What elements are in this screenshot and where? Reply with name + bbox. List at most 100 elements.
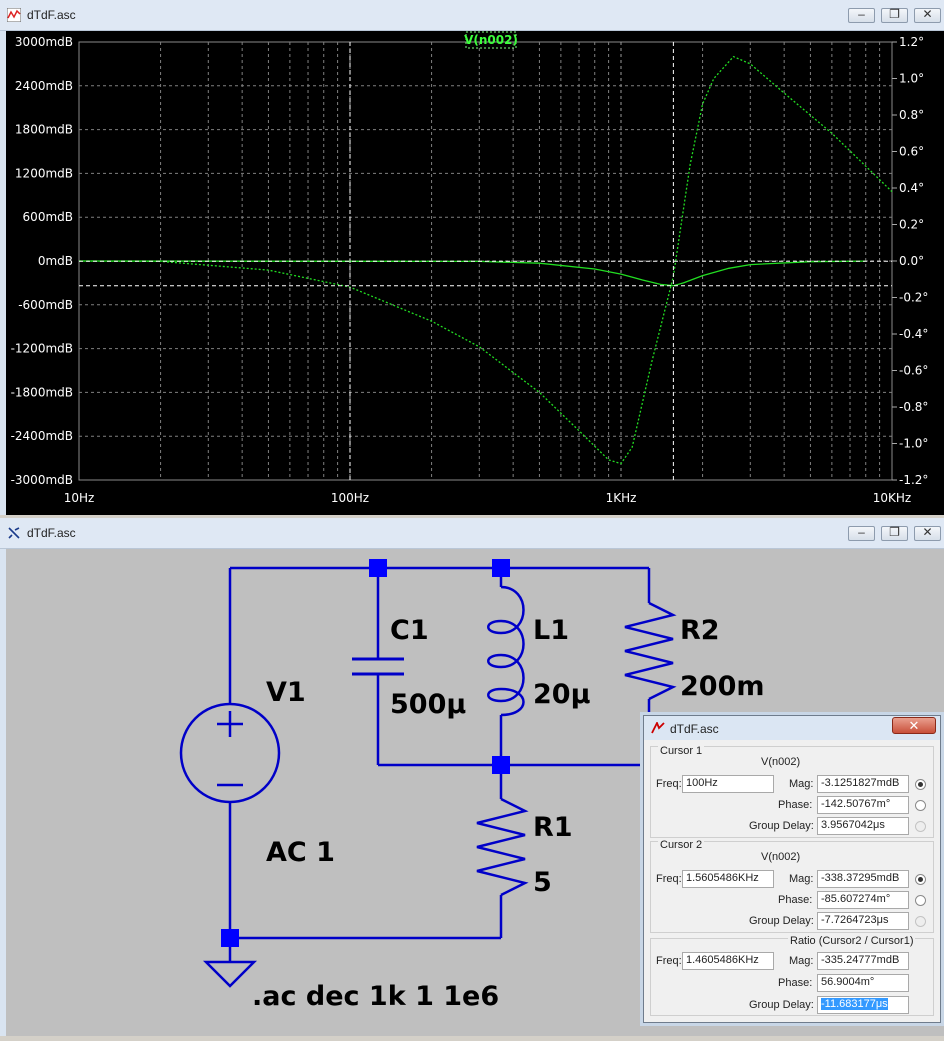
trace-label[interactable]: V(n002) <box>464 33 518 47</box>
cursor1-phase-radio[interactable] <box>915 800 926 811</box>
ground-icon[interactable] <box>202 960 258 988</box>
resistor-r2-symbol[interactable] <box>624 601 677 701</box>
cursor1-freq-field[interactable]: 100Hz <box>682 775 774 793</box>
cursor2-gd-label: Group Delay: <box>749 915 814 927</box>
right-tick-label: -0.6° <box>899 364 928 378</box>
cursor2-phase-radio[interactable] <box>915 895 926 906</box>
left-tick-label: -600mdB <box>18 298 73 312</box>
cursor2-phase-label: Phase: <box>778 894 813 906</box>
ratio-gd-field[interactable]: -11.683177μs <box>817 996 909 1014</box>
restore-icon: ❐ <box>889 525 900 539</box>
close-icon: ✕ <box>908 718 920 733</box>
right-tick-label: 0.4° <box>899 181 924 195</box>
v1-label[interactable]: V1 <box>266 677 306 708</box>
cursor-dialog: dTdF.asc ✕ Cursor 1 V(n002) Freq: 100Hz … <box>643 715 941 1023</box>
ratio-freq-field[interactable]: 1.4605486KHz <box>682 952 774 970</box>
schematic-icon <box>8 527 20 539</box>
phase-series-line <box>78 55 893 465</box>
right-tick-label: 0.8° <box>899 108 924 122</box>
ratio-gd-label: Group Delay: <box>749 999 814 1011</box>
ratio-phase-field[interactable]: 56.9004m° <box>817 974 909 992</box>
close-button[interactable]: ✕ <box>914 525 941 541</box>
restore-button[interactable]: ❐ <box>881 7 908 23</box>
cursor1-gd-label: Group Delay: <box>749 820 814 832</box>
ratio-mag-field[interactable]: -335.24777mdB <box>817 952 909 970</box>
close-button[interactable]: ✕ <box>914 7 941 23</box>
minimize-button[interactable]: ‒ <box>848 7 875 23</box>
right-tick-label: 1.2° <box>899 35 924 49</box>
left-tick-label: -1800mdB <box>11 385 73 399</box>
ratio-freq-label: Freq: <box>656 955 682 967</box>
plot-titlebar[interactable]: dTdF.asc ‒ ❐ ✕ <box>0 0 944 31</box>
minimize-button[interactable]: ‒ <box>848 525 875 541</box>
plot-grid <box>78 41 893 481</box>
axis-ticks: 3000mdB2400mdB1800mdB1200mdB600mdB0mdB-6… <box>11 35 929 505</box>
ltspice-logo-icon <box>651 722 665 734</box>
ratio-gd-value: -11.683177μs <box>821 998 888 1010</box>
junction-dots <box>221 559 510 947</box>
cursor1-mag-field[interactable]: -3.1251827mdB <box>817 775 909 793</box>
minimize-icon: ‒ <box>858 525 865 539</box>
cursor1-phase-field[interactable]: -142.50767m° <box>817 796 909 814</box>
r1-label[interactable]: R1 <box>533 812 573 843</box>
cursor2-phase-field[interactable]: -85.607274m° <box>817 891 909 909</box>
left-tick-label: -1200mdB <box>11 342 73 356</box>
x-tick-label: 100Hz <box>331 491 369 505</box>
cursor2-group <box>650 841 934 933</box>
cursor1-group-label: Cursor 1 <box>658 745 705 757</box>
cursor1-mag-radio[interactable] <box>915 779 926 790</box>
cursor2-gd-radio[interactable] <box>915 916 926 927</box>
c1-label[interactable]: C1 <box>390 615 429 646</box>
l1-label[interactable]: L1 <box>533 615 569 646</box>
cursor1-gd-field[interactable]: 3.9567042μs <box>817 817 909 835</box>
schematic-window-title: dTdF.asc <box>27 526 76 540</box>
cursor1-trace: V(n002) <box>761 756 801 768</box>
right-tick-label: 0.6° <box>899 145 924 159</box>
cursor2-freq-field[interactable]: 1.5605486KHz <box>682 870 774 888</box>
l1-value[interactable]: 20μ <box>533 679 591 710</box>
x-tick-label: 10KHz <box>873 491 911 505</box>
ratio-mag-label: Mag: <box>789 955 814 967</box>
waveform-chart[interactable]: 3000mdB2400mdB1800mdB1200mdB600mdB0mdB-6… <box>6 31 944 515</box>
right-tick-label: -1.0° <box>899 437 928 451</box>
right-tick-label: 0.2° <box>899 218 924 232</box>
r2-label[interactable]: R2 <box>680 615 720 646</box>
inductor-l1-symbol[interactable] <box>487 585 525 717</box>
r1-value[interactable]: 5 <box>533 867 552 898</box>
series-group <box>78 55 893 465</box>
left-tick-label: 2400mdB <box>15 79 73 93</box>
left-tick-label: 1800mdB <box>15 123 73 137</box>
schematic-drawing[interactable]: V1 AC 1 C1 500μ L1 20μ R2 200m R1 5 .ac … <box>6 549 944 1036</box>
cursor1-freq-label: Freq: <box>656 778 682 790</box>
schematic-titlebar[interactable]: dTdF.asc ‒ ❐ ✕ <box>0 518 944 549</box>
v1-value[interactable]: AC 1 <box>266 837 335 868</box>
close-icon: ✕ <box>922 525 933 539</box>
x-tick-label: 1KHz <box>606 491 637 505</box>
cursor2-mag-label: Mag: <box>789 873 814 885</box>
restore-icon: ❐ <box>889 7 900 21</box>
cursor2-mag-radio[interactable] <box>915 874 926 885</box>
close-icon: ✕ <box>922 7 933 21</box>
magnitude-series-line <box>78 260 866 287</box>
spice-directive[interactable]: .ac dec 1k 1 1e6 <box>252 981 499 1012</box>
voltage-source-v1-symbol[interactable] <box>179 702 281 804</box>
resistor-r1-symbol[interactable] <box>476 797 529 897</box>
r2-value[interactable]: 200m <box>680 671 765 702</box>
restore-button[interactable]: ❐ <box>881 525 908 541</box>
cursor1-mag-label: Mag: <box>789 778 814 790</box>
right-tick-label: -0.2° <box>899 291 928 305</box>
cursor2-gd-field[interactable]: -7.7264723μs <box>817 912 909 930</box>
dialog-close-button[interactable]: ✕ <box>892 717 936 734</box>
capacitor-c1-symbol[interactable] <box>352 657 404 676</box>
dialog-titlebar[interactable]: dTdF.asc ✕ <box>644 716 940 740</box>
cursor-lines <box>79 42 892 480</box>
wires <box>228 566 651 962</box>
cursor2-mag-field[interactable]: -338.37295mdB <box>817 870 909 888</box>
c1-value[interactable]: 500μ <box>390 689 466 720</box>
cursor1-gd-radio[interactable] <box>915 821 926 832</box>
left-tick-label: 600mdB <box>23 210 73 224</box>
dialog-title: dTdF.asc <box>670 722 719 736</box>
trace-label-box <box>465 31 517 49</box>
left-tick-label: 0mdB <box>38 254 73 268</box>
